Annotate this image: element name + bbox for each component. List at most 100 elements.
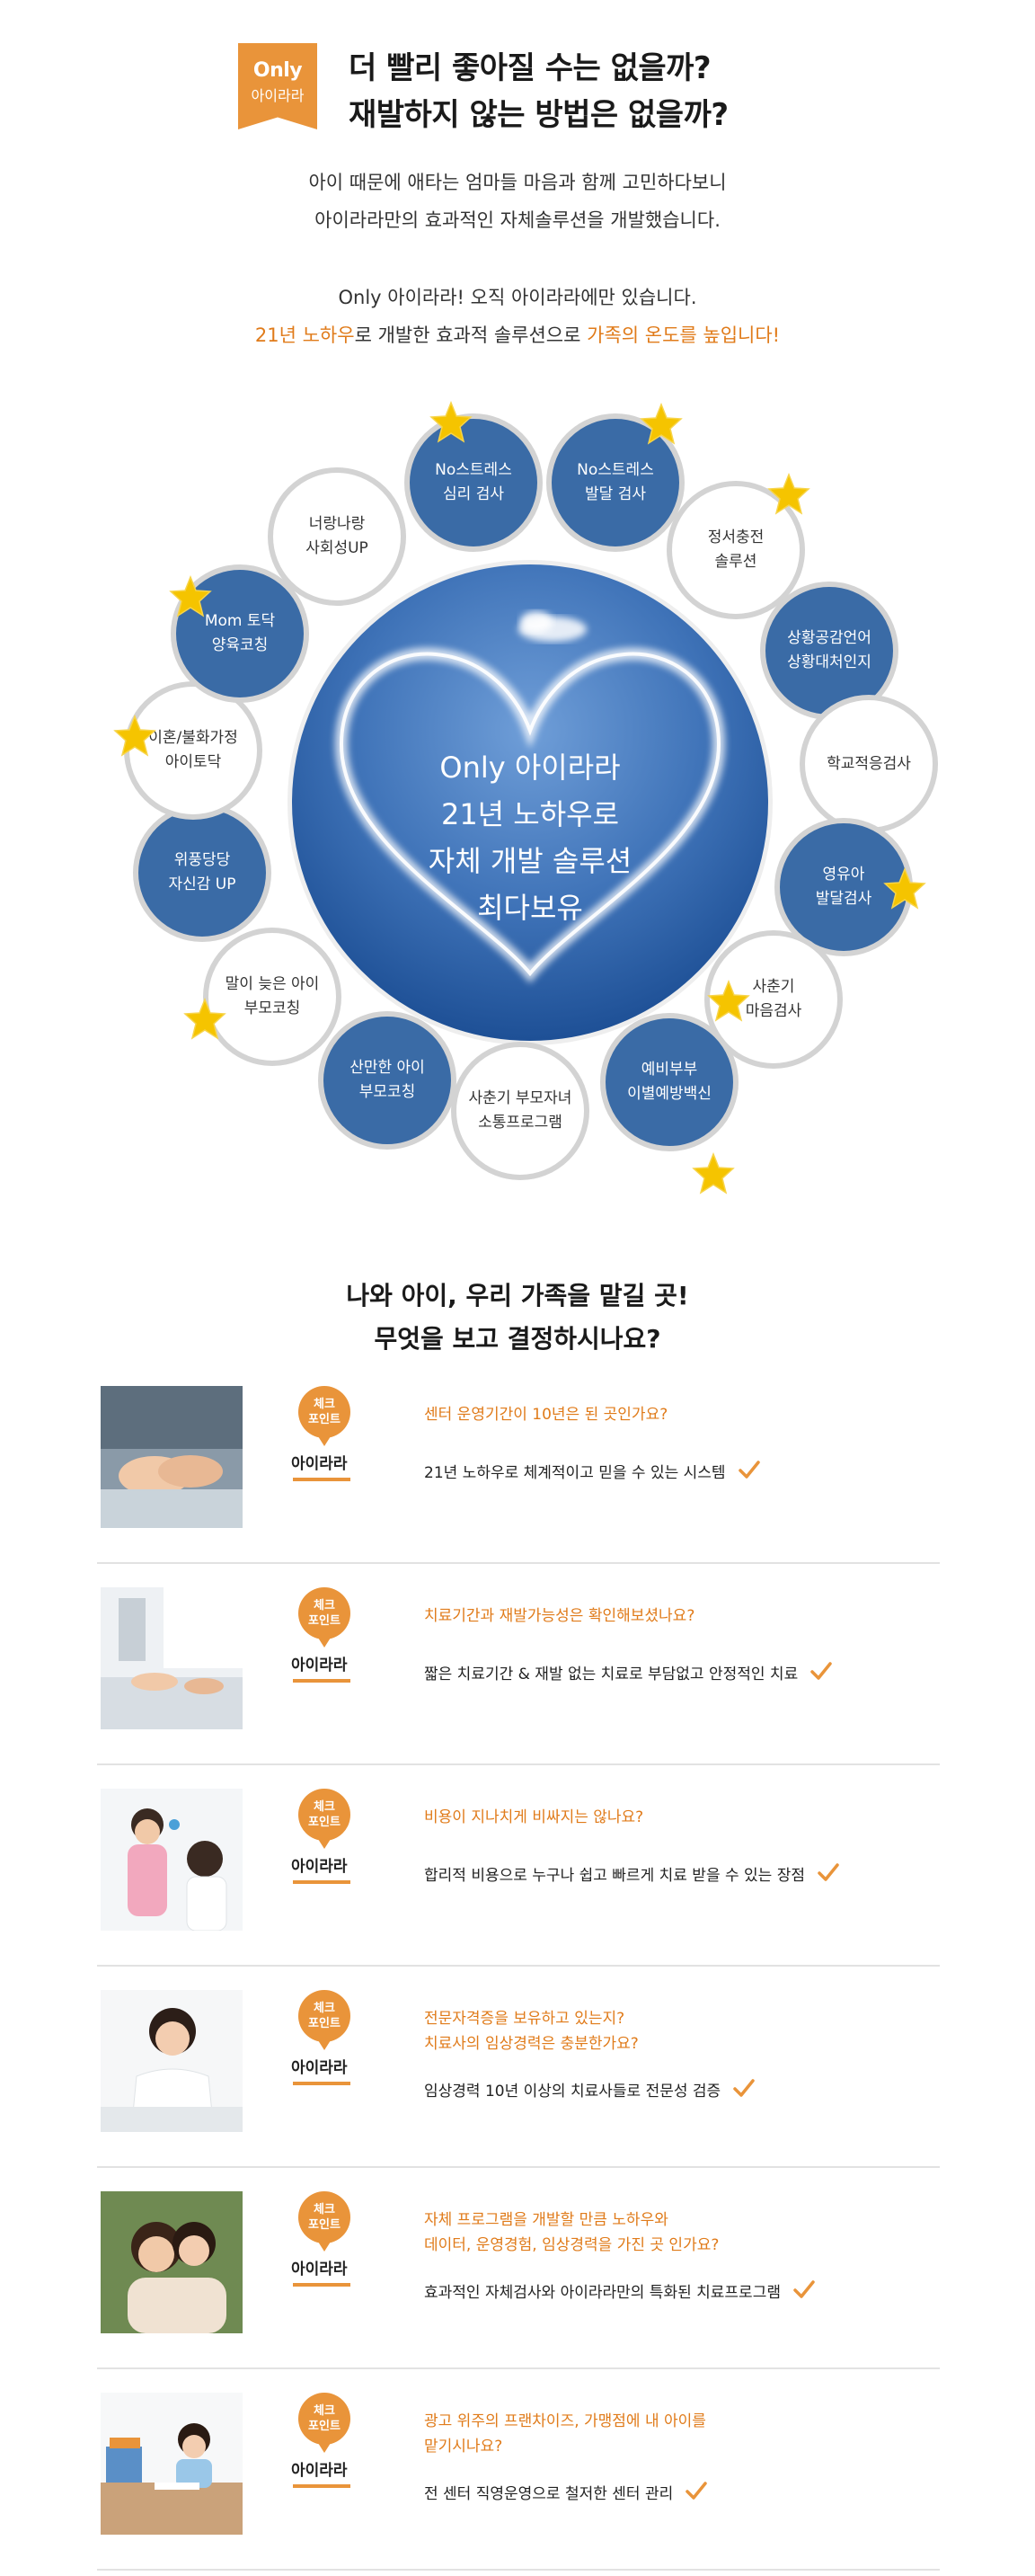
check-point-badge: 체크 포인트 — [298, 1789, 350, 1849]
solution-node: 이혼/불화가정 아이토닥 — [124, 681, 262, 820]
check-question: 광고 위주의 프랜차이즈, 가맹점에 내 아이를 맡기시나요? — [424, 2412, 706, 2456]
solution-node: No스트레스 심리 검사 — [404, 413, 543, 552]
checkmark-icon — [793, 2279, 815, 2299]
only-badge: Only 아이라라 — [238, 43, 317, 129]
star-icon — [692, 1151, 735, 1195]
check-question: 자체 프로그램을 개발할 만큼 노하우와 데이터, 운영경험, 임상경력을 가진… — [424, 2211, 720, 2254]
check-question: 비용이 지나치게 비싸지는 않나요? — [424, 1808, 644, 1826]
solution-node-label: 영유아 발달검사 — [815, 866, 872, 908]
checkmark-icon — [810, 1661, 832, 1681]
solution-node: 산만한 아이 부모코칭 — [318, 1011, 456, 1150]
check-answer-text: 전 센터 직영운영으로 철저한 센터 관리 — [424, 2485, 674, 2503]
tagline-middle: 로 개발한 효과적 솔루션으로 — [354, 324, 588, 346]
star-icon — [183, 997, 226, 1041]
star-icon — [169, 574, 212, 618]
check-question: 전문자격증을 보유하고 있는지? 치료사의 임상경력은 충분한가요? — [424, 2010, 639, 2053]
mother-child-hug-photo — [101, 2191, 243, 2333]
check-answer: 효과적인 자체검사와 아이라라만의 특화된 치료프로그램 — [424, 2279, 815, 2305]
solution-diagram: Only 아이라라 21년 노하우로 자체 개발 솔루션 최다보유 No스트레스… — [0, 386, 1035, 1249]
star-icon — [883, 866, 926, 910]
check-answer-text: 짧은 치료기간 & 재발 없는 치료로 부담없고 안정적인 치료 — [424, 1666, 799, 1683]
solution-node: 예비부부 이별예방백신 — [600, 1013, 739, 1151]
star-icon — [640, 402, 683, 446]
brand-label: 아이라라 — [291, 1858, 348, 1876]
tagline-line-1: Only 아이라라! 오직 아이라라에만 있습니다. — [338, 287, 697, 308]
check-point-badge: 체크 포인트 — [298, 1386, 350, 1446]
solution-node-label: 사춘기 마음검사 — [745, 978, 802, 1020]
centre-line: Only 아이라라 — [439, 751, 621, 785]
solution-node: 사춘기 부모자녀 소통프로그램 — [451, 1042, 589, 1180]
intro-text: 아이 때문에 애타는 엄마들 마음과 함께 고민하다보니 아이라라만의 효과적인… — [0, 164, 1035, 239]
brand-label: 아이라라 — [291, 2059, 348, 2077]
only-badge-brand: 아이라라 — [251, 87, 305, 104]
checkmark-icon — [818, 1862, 839, 1882]
solution-node: 상황공감언어 상황대처인지 — [760, 582, 898, 720]
check-point-badge: 체크 포인트 — [298, 1587, 350, 1648]
centre-line: 최다보유 — [477, 891, 583, 925]
intro-line-1: 아이 때문에 애타는 엄마들 마음과 함께 고민하다보니 — [308, 172, 727, 193]
check-point-badge: 체크 포인트 — [298, 1990, 350, 2050]
intro-line-2: 아이라라만의 효과적인 자체솔루션을 개발했습니다. — [314, 209, 721, 231]
brand-underline — [293, 1679, 350, 1683]
tagline-highlight-2: 가족의 온도를 높입니다! — [587, 324, 781, 346]
solution-node: 학교적응검사 — [800, 695, 938, 833]
solution-node-label: 예비부부 이별예방백신 — [627, 1061, 712, 1103]
centre-line: 자체 개발 솔루션 — [428, 844, 632, 878]
check-question: 치료기간과 재발가능성은 확인해보셨나요? — [424, 1607, 695, 1625]
star-icon — [429, 400, 473, 444]
solution-node-label: No스트레스 발달 검사 — [577, 461, 654, 503]
only-badge-title: Only — [252, 59, 303, 82]
check-answer-text: 합리적 비용으로 누구나 쉽고 빠르게 치료 받을 수 있는 장점 — [424, 1867, 805, 1885]
check-answer-text: 효과적인 자체검사와 아이라라만의 특화된 치료프로그램 — [424, 2284, 781, 2302]
solution-node-label: 상황공감언어 상황대처인지 — [787, 629, 871, 671]
section-title-line-1: 나와 아이, 우리 가족을 맡길 곳! — [346, 1281, 689, 1310]
headline: 더 빨리 좋아질 수는 없을까? 재발하지 않는 방법은 없을까? — [349, 45, 729, 138]
centre-heart-circle: Only 아이라라 21년 노하우로 자체 개발 솔루션 최다보유 — [288, 560, 773, 1045]
brand-underline — [293, 2484, 350, 2488]
solution-node: 너랑나랑 사회성UP — [268, 467, 406, 606]
brand-label: 아이라라 — [291, 1657, 348, 1674]
solution-node-label: 이혼/불화가정 아이토닥 — [148, 729, 238, 771]
solution-node-label: 너랑나랑 사회성UP — [305, 515, 368, 557]
child-studying-photo — [101, 2393, 243, 2535]
check-point-badge: 체크 포인트 — [298, 2191, 350, 2252]
check-answer: 전 센터 직영운영으로 철저한 센터 관리 — [424, 2481, 708, 2507]
solution-node-label: 산만한 아이 부모코칭 — [349, 1059, 425, 1101]
headline-line-2: 재발하지 않는 방법은 없을까? — [349, 97, 729, 133]
star-icon — [767, 472, 810, 516]
solution-node-label: 정서충전 솔루션 — [707, 529, 765, 571]
hands-photo — [101, 1386, 243, 1528]
solution-node-label: 위풍당당 자신감 UP — [168, 851, 236, 893]
brand-underline — [293, 1880, 350, 1884]
solution-node-label: No스트레스 심리 검사 — [435, 461, 512, 503]
solution-node: 위풍당당 자신감 UP — [133, 804, 271, 942]
female-doctor-photo — [101, 1990, 243, 2132]
solution-node-label: 말이 늦은 아이 부모코칭 — [225, 975, 320, 1017]
solution-node: No스트레스 발달 검사 — [546, 413, 685, 552]
tagline: Only 아이라라! 오직 아이라라에만 있습니다. 21년 노하우로 개발한 … — [0, 279, 1035, 354]
centre-text: Only 아이라라 21년 노하우로 자체 개발 솔루션 최다보유 — [292, 744, 768, 931]
solution-node-label: 사춘기 부모자녀 소통프로그램 — [468, 1089, 572, 1132]
check-answer-text: 21년 노하우로 체계적이고 믿을 수 있는 시스템 — [424, 1464, 726, 1482]
checkmark-icon — [733, 2078, 755, 2098]
solution-node-label: Mom 토닥 양육코칭 — [204, 612, 276, 654]
brand-label: 아이라라 — [291, 2462, 348, 2480]
check-answer: 짧은 치료기간 & 재발 없는 치료로 부담없고 안정적인 치료 — [424, 1661, 832, 1687]
checkmark-icon — [686, 2481, 708, 2500]
heart-cloud-icon — [334, 611, 726, 983]
solution-node: 말이 늦은 아이 부모코칭 — [203, 928, 341, 1066]
brand-label: 아이라라 — [291, 1455, 348, 1473]
checkmark-icon — [738, 1460, 760, 1479]
check-answer-text: 임상경력 10년 이상의 치료사들로 전문성 검증 — [424, 2083, 721, 2101]
headline-line-1: 더 빨리 좋아질 수는 없을까? — [349, 50, 712, 86]
brand-underline — [293, 2082, 350, 2085]
section-title: 나와 아이, 우리 가족을 맡길 곳! 무엇을 보고 결정하시나요? — [0, 1275, 1035, 1361]
solution-node-label: 학교적응검사 — [827, 754, 911, 773]
tagline-highlight-1: 21년 노하우 — [254, 324, 355, 346]
section-title-line-2: 무엇을 보고 결정하시나요? — [374, 1324, 661, 1354]
